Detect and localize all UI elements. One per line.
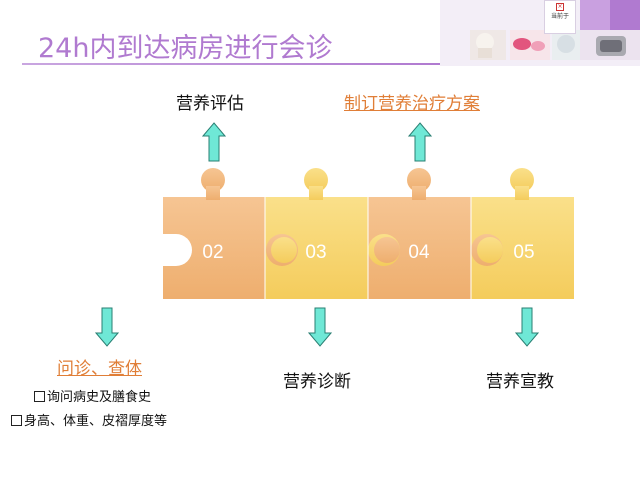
checkbox-icon	[11, 415, 22, 426]
slide-title: 24h内到达病房进行会诊	[38, 33, 333, 64]
logo-icon: ×	[556, 3, 564, 11]
puzzle-label-03: 03	[305, 242, 326, 263]
note-history: 询问病史及膳食史	[34, 386, 151, 405]
logo-text: 当前于	[550, 13, 569, 20]
decorative-banner	[440, 0, 640, 66]
note-measurements: 身高、体重、皮褶厚度等	[11, 410, 167, 429]
checkbox-icon	[34, 391, 45, 402]
arrow-up-icon	[202, 122, 226, 162]
label-nutrition-education: 营养宣教	[486, 372, 554, 392]
arrow-down-icon	[95, 307, 119, 347]
link-consultation-exam[interactable]: 问诊、查体	[57, 359, 142, 379]
link-nutrition-treatment-plan[interactable]: 制订营养治疗方案	[344, 94, 480, 114]
label-nutrition-assessment: 营养评估	[176, 94, 244, 114]
puzzle-label-05: 05	[513, 242, 534, 263]
arrow-down-icon	[308, 307, 332, 347]
puzzle-piece-05	[471, 168, 574, 299]
note-history-text: 询问病史及膳食史	[47, 390, 152, 405]
label-nutrition-diagnosis: 营养诊断	[283, 372, 351, 392]
puzzle-label-02: 02	[202, 242, 223, 263]
decorative-banner-art	[440, 0, 640, 66]
logo-badge: × 当前于	[544, 0, 576, 34]
puzzle-piece-03	[265, 168, 368, 299]
note-measurements-text: 身高、体重、皮褶厚度等	[24, 414, 168, 429]
puzzle-piece-04	[368, 168, 471, 299]
arrow-up-icon	[408, 122, 432, 162]
puzzle-label-04: 04	[408, 242, 430, 263]
title-underline	[22, 63, 442, 65]
puzzle-piece-02	[160, 168, 265, 299]
arrow-down-icon	[515, 307, 539, 347]
